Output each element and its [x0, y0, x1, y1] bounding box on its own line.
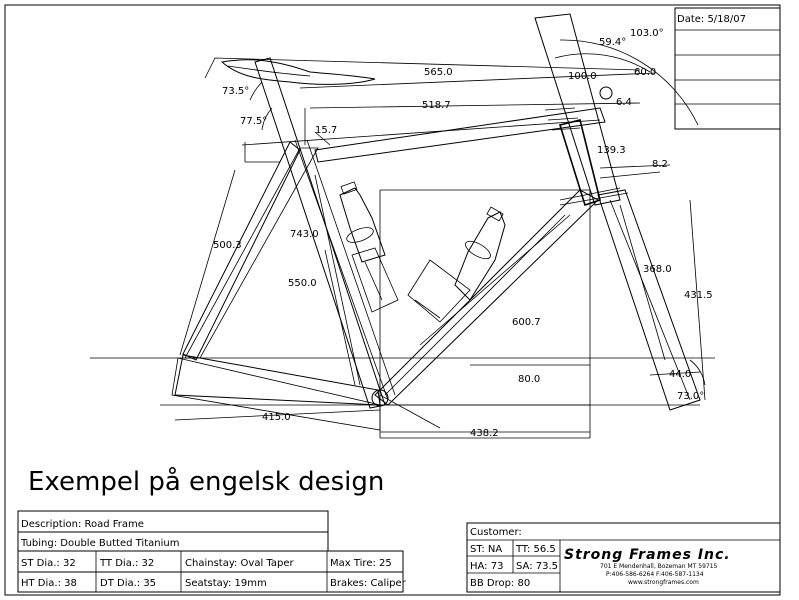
dim-565: 565.0 [424, 67, 453, 78]
dim-4150: 415.0 [262, 412, 291, 423]
bottom-bracket [371, 389, 389, 407]
spec-tubing: Tubing: Double Butted Titanium [20, 538, 179, 549]
dim-angle-775: 77.5° [240, 116, 267, 127]
dim-800: 80.0 [518, 374, 540, 385]
dim-3680: 368.0 [643, 264, 672, 275]
date-label: Date: 5/18/07 [677, 14, 746, 25]
dim-7430: 743.0 [290, 229, 319, 240]
dim-5003: 500.3 [213, 240, 242, 251]
dim-4315: 431.5 [684, 290, 713, 301]
date-block: Date: 5/18/07 [674, 7, 781, 130]
dim-64: 6.4 [616, 97, 632, 108]
customer-tt: TT: 56.5 [515, 544, 556, 555]
down-tube [374, 189, 599, 406]
customer-sa: SA: 73.5 [516, 561, 558, 572]
dim-head-angle-top: 103.0° [630, 28, 664, 39]
steerer-top [599, 86, 613, 100]
seat-stay [182, 141, 301, 361]
bottle-cage-seat-tube [339, 181, 399, 313]
dim-440: 44.0 [669, 369, 691, 380]
seat-tube [254, 57, 386, 409]
spec-max-tire: Max Tire: 25 [330, 558, 392, 569]
company-web: www.strongframes.com [628, 579, 699, 586]
head-angle-arc [559, 39, 699, 126]
dim-head-angle-bottom: 73.0° [677, 391, 704, 402]
company-address: 701 E Mendenhall, Bozeman MT 59715 [600, 563, 718, 570]
head-tube-box [534, 13, 621, 206]
caption: Exempel på engelsk design [28, 466, 384, 497]
spec-ht-dia: HT Dia.: 38 [21, 578, 77, 589]
dim-82: 8.2 [652, 159, 668, 170]
company-phone: P:406-586-6264 F:406-587-1134 [606, 571, 704, 578]
dim-seat-angle: 73.5° [222, 86, 249, 97]
spec-tt-dia: TT Dia.: 32 [99, 558, 154, 569]
saddle [220, 59, 376, 85]
dim-157: 15.7 [315, 125, 337, 136]
bottle-cage-down-tube [407, 206, 506, 323]
dim-6007: 600.7 [512, 317, 541, 328]
sheet-border [4, 4, 781, 596]
dim-5187: 518.7 [422, 100, 451, 111]
spec-dt-dia: DT Dia.: 35 [100, 578, 156, 589]
fork [597, 189, 701, 411]
spec-seatstay: Seatstay: 19mm [185, 578, 267, 589]
company-logo: Strong Frames Inc. [564, 547, 731, 563]
dim-100: 100.0 [568, 71, 597, 82]
customer-bb-drop: BB Drop: 80 [470, 578, 530, 589]
top-tube [314, 107, 606, 163]
customer-label: Customer: [470, 527, 522, 538]
spec-table: Description: Road Frame Tubing: Double B… [17, 510, 407, 593]
dim-5500: 550.0 [288, 278, 317, 289]
dim-60: 60.0 [634, 67, 656, 78]
head-tube [558, 119, 601, 207]
ttl-line [204, 57, 641, 79]
spec-description: Description: Road Frame [21, 519, 144, 530]
dim-4382: 438.2 [470, 428, 499, 439]
customer-ha: HA: 73 [470, 561, 503, 572]
spec-chainstay: Chainstay: Oval Taper [185, 558, 295, 569]
dim-angle-59: 59.4° [599, 37, 626, 48]
spec-brakes: Brakes: Caliper [330, 578, 407, 589]
spec-st-dia: ST Dia.: 32 [21, 558, 76, 569]
customer-st: ST: NA [470, 544, 502, 555]
dim-1393: 139.3 [597, 145, 626, 156]
customer-table: Customer: ST: NA TT: 56.5 HA: 73 SA: 73.… [466, 522, 781, 593]
